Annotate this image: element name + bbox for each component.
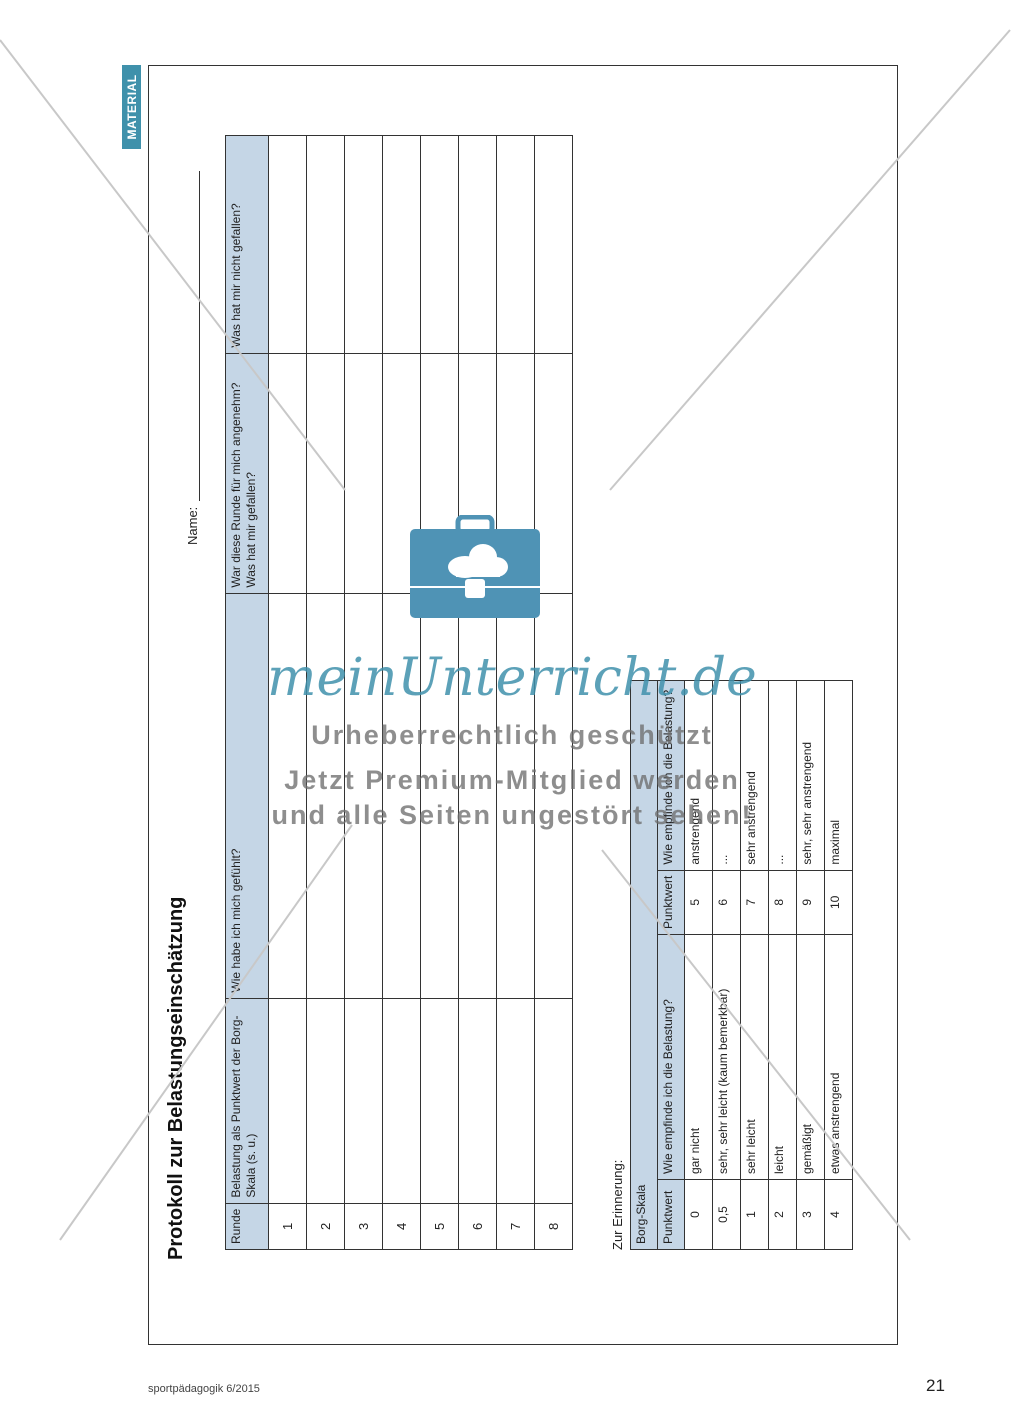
- footer-publication: sportpädagogik 6/2015: [148, 1383, 260, 1395]
- watermark-premium: Jetzt Premium-Mitglied werden: [284, 765, 740, 795]
- material-tag: MATERIAL: [122, 65, 141, 149]
- briefcase-icon: [410, 515, 540, 618]
- watermark-line: [0, 39, 346, 491]
- watermark-unlock: und alle Seiten ungestört sehen!: [271, 800, 753, 830]
- watermark-line: [59, 824, 353, 1241]
- watermark-line: [601, 849, 911, 1241]
- page-number: 21: [926, 1376, 945, 1395]
- page-frame: [148, 65, 898, 1345]
- watermark-copyright: Urheberrechtlich geschützt: [311, 720, 713, 750]
- watermark-logo: meinUnterricht.de: [267, 648, 757, 708]
- watermark-line: [609, 29, 1011, 491]
